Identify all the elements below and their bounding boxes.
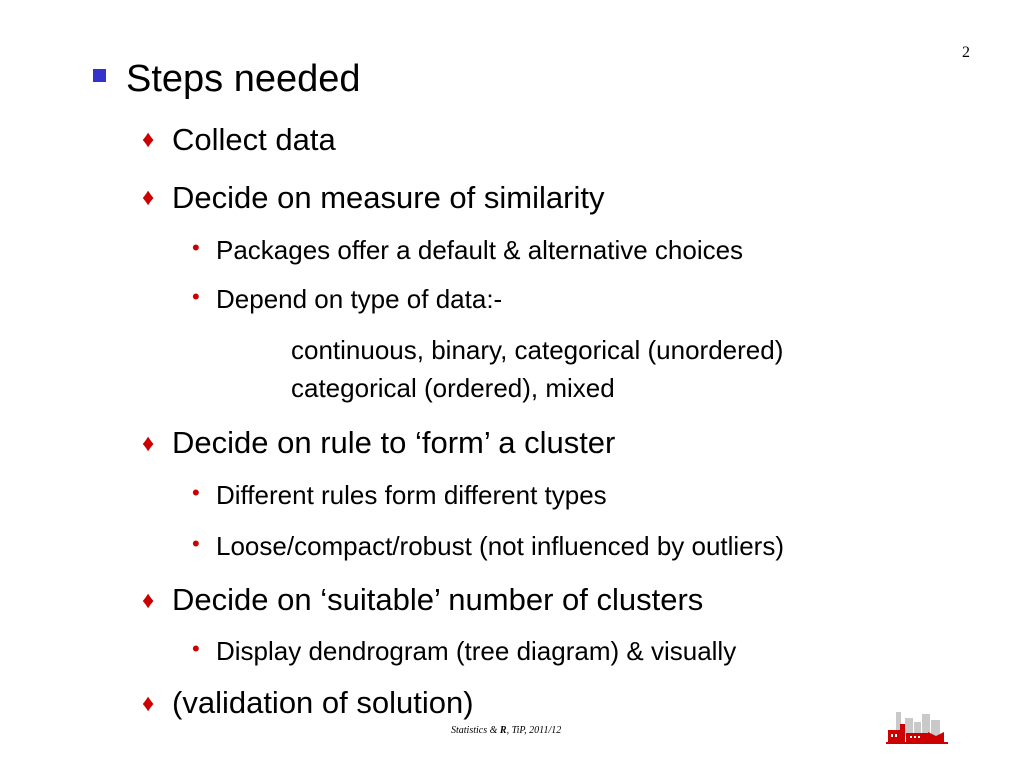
list-item: Decide on rule to ‘form’ a cluster	[172, 425, 616, 460]
red-diamond-icon: ♦	[142, 430, 155, 457]
sub-list-item: Packages offer a default & alternative c…	[216, 235, 744, 265]
continuation-line: categorical (ordered), mixed	[291, 373, 615, 403]
red-diamond-icon: ♦	[142, 587, 155, 614]
sub-list-item: Display dendrogram (tree diagram) & visu…	[216, 636, 737, 666]
factory-skyline-logo-icon	[886, 712, 948, 744]
page-number: 2	[962, 44, 970, 61]
red-dot-icon: •	[192, 480, 200, 505]
red-diamond-icon: ♦	[142, 690, 155, 717]
blue-square-icon	[93, 69, 106, 82]
list-item: Decide on measure of similarity	[172, 180, 605, 215]
slide-heading: Steps needed	[126, 58, 361, 100]
footer-suffix: , TiP, 2011/12	[506, 725, 562, 736]
red-dot-icon: •	[192, 636, 200, 661]
list-item: Decide on ‘suitable’ number of clusters	[172, 582, 704, 617]
sub-list-item: Different rules form different types	[216, 480, 607, 510]
sub-list-item: Depend on type of data:-	[216, 284, 503, 314]
sub-list-item: Loose/compact/robust (not influenced by …	[216, 531, 784, 561]
red-dot-icon: •	[192, 284, 200, 309]
red-dot-icon: •	[192, 235, 200, 260]
red-diamond-icon: ♦	[142, 184, 155, 211]
continuation-line: continuous, binary, categorical (unorder…	[291, 335, 784, 365]
list-item: Collect data	[172, 122, 336, 157]
red-dot-icon: •	[192, 531, 200, 556]
footer-text: Statistics & R, TiP, 2011/12	[451, 725, 561, 736]
footer-bold: R	[499, 725, 507, 736]
list-item: (validation of solution)	[172, 685, 474, 720]
red-diamond-icon: ♦	[142, 126, 155, 153]
footer-prefix: Statistics &	[451, 725, 500, 736]
